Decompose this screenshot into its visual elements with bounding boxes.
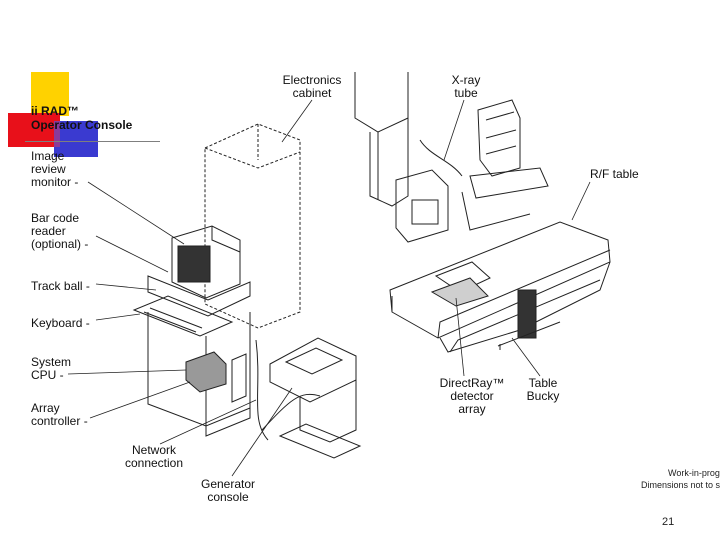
label-network-connection: Network connection xyxy=(124,443,184,470)
label-rf-table: R/F table xyxy=(590,167,639,181)
label-table-bucky: Table Bucky xyxy=(526,376,560,403)
label-track-ball: Track ball - xyxy=(31,279,90,293)
label-system-cpu: System CPU - xyxy=(31,355,72,382)
label-keyboard: Keyboard - xyxy=(31,316,90,330)
title-rule xyxy=(25,141,160,142)
page-number: 21 xyxy=(662,516,675,528)
deco-blue-square xyxy=(54,121,98,157)
label-directray-detector: DirectRay™ detector array xyxy=(439,376,505,416)
console-title: ii RAD™ Operator Console xyxy=(31,104,132,132)
label-array-controller: Array controller - xyxy=(31,401,88,428)
label-generator-console: Generator console xyxy=(200,477,256,504)
footnote-dimensions: Dimensions not to s xyxy=(641,480,720,490)
label-image-review-monitor: Image review monitor - xyxy=(31,149,79,189)
label-bar-code-reader: Bar code reader (optional) - xyxy=(31,211,89,251)
title-line-1: ii RAD™ xyxy=(31,104,79,118)
footnote-work-in-progress: Work-in-prog xyxy=(668,468,720,478)
label-xray-tube: X-ray tube xyxy=(451,73,481,100)
deco-yellow-square xyxy=(31,72,69,116)
label-electronics-cabinet: Electronics cabinet xyxy=(282,73,342,100)
deco-lightblue-overlap xyxy=(54,121,60,147)
title-line-2: Operator Console xyxy=(31,118,133,132)
